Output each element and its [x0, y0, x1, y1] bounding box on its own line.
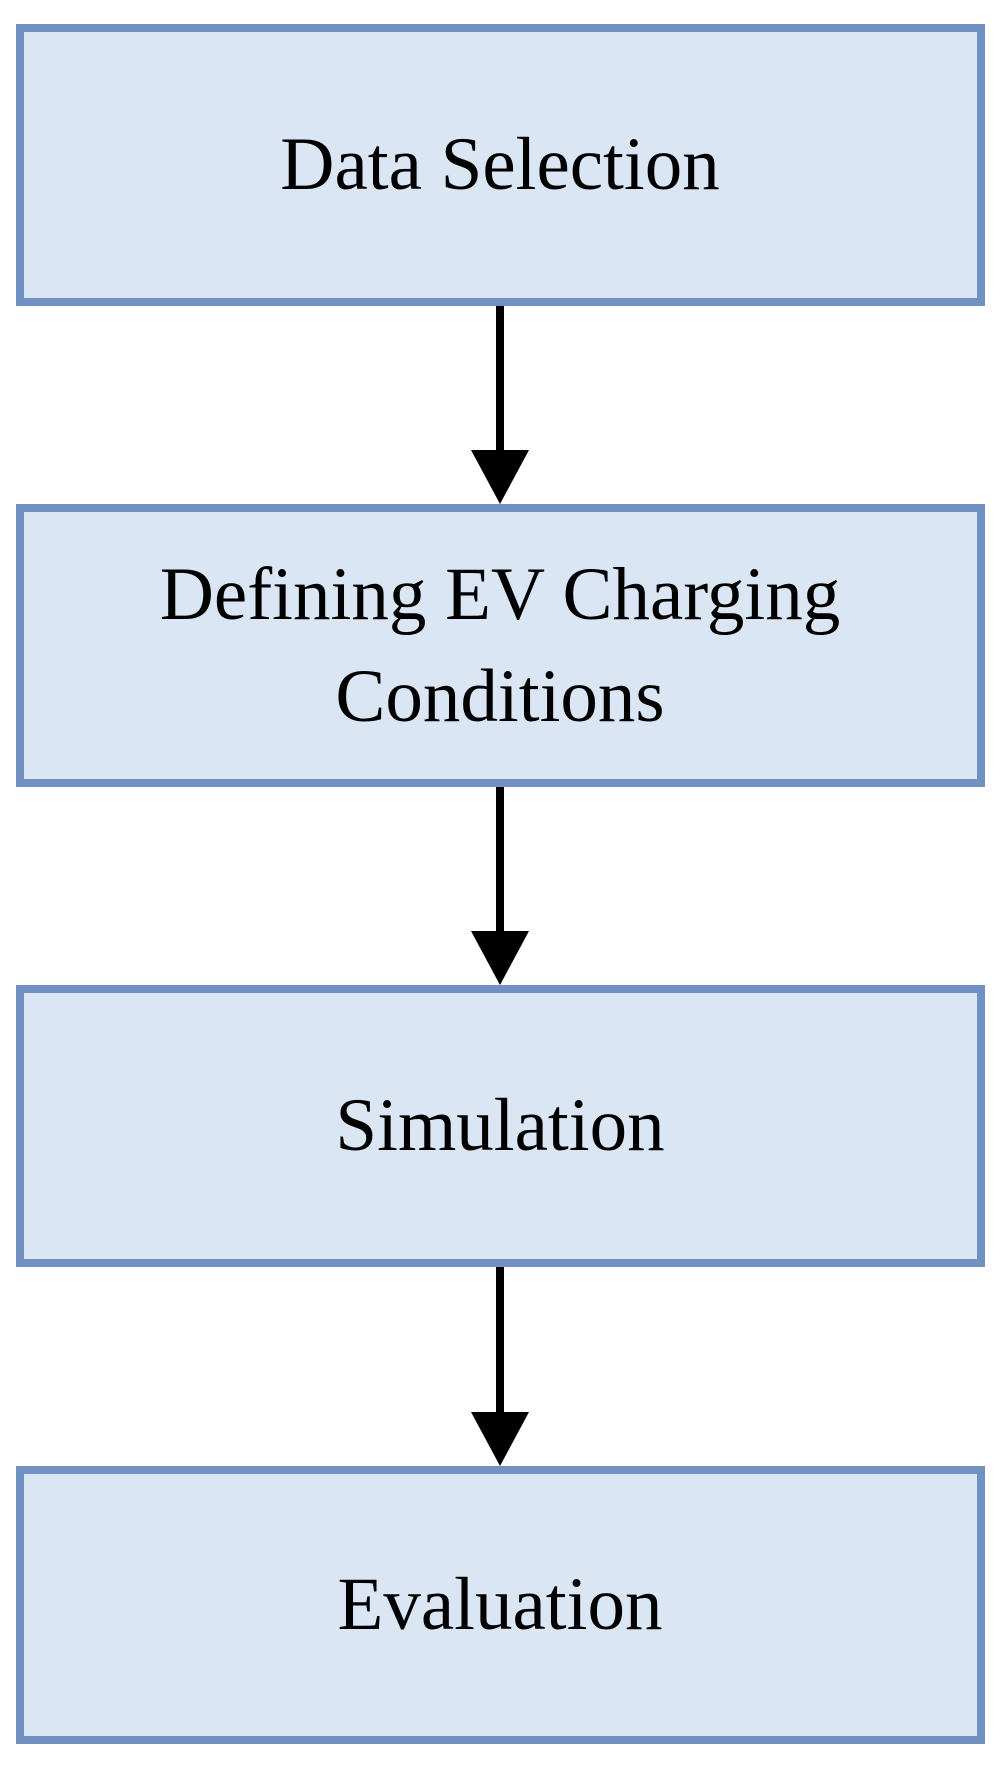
arrow-down-icon: [471, 931, 529, 985]
step-label-defining-ev-charging-conditions: Defining EV Charging Conditions: [159, 553, 841, 738]
step-box-simulation: Simulation: [15, 985, 985, 1267]
down-arrow-connector-2: [471, 787, 529, 985]
arrow-stem: [496, 787, 504, 931]
step-box-data-selection: Data Selection: [15, 24, 985, 306]
arrow-stem: [496, 306, 504, 450]
step-label-simulation: Simulation: [335, 1084, 665, 1168]
step-box-defining-ev-charging-conditions: Defining EV Charging Conditions: [15, 504, 985, 787]
down-arrow-connector-1: [471, 306, 529, 504]
step-box-evaluation: Evaluation: [15, 1466, 985, 1744]
arrow-stem: [496, 1267, 504, 1412]
arrow-down-icon: [471, 1412, 529, 1466]
down-arrow-connector-3: [471, 1267, 529, 1466]
step-label-data-selection: Data Selection: [280, 123, 720, 207]
step-label-evaluation: Evaluation: [337, 1563, 663, 1647]
arrow-down-icon: [471, 450, 529, 504]
